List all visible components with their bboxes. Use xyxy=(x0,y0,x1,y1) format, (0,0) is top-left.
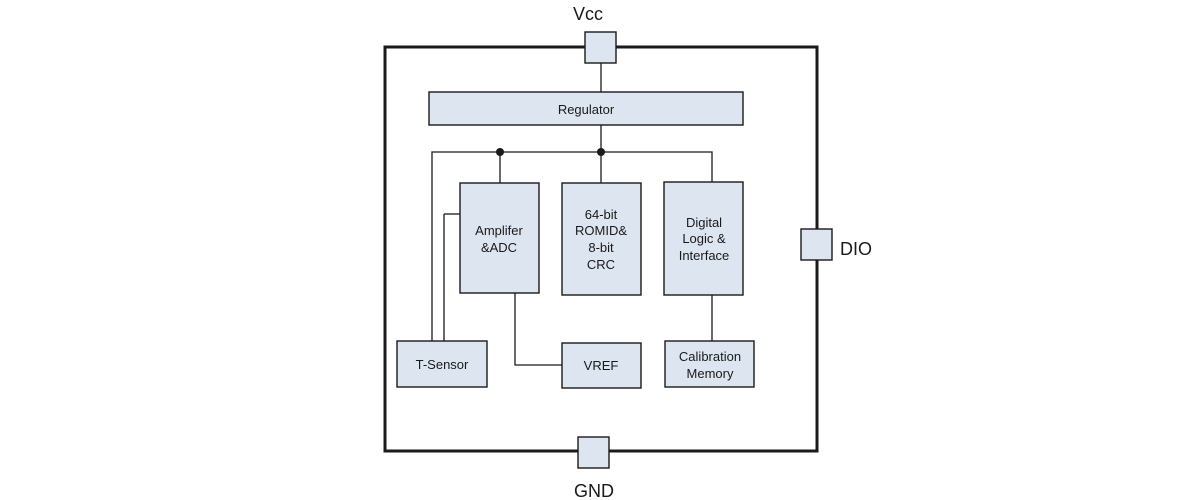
t-sensor-label: T-Sensor xyxy=(416,357,469,372)
dio-pin xyxy=(800,228,833,261)
romid-label-line2: ROMID& xyxy=(575,223,627,238)
romid-label-line1: 64-bit xyxy=(585,207,618,222)
regulator-block: Regulator xyxy=(428,91,744,126)
digital-label-line2: Logic & xyxy=(682,231,726,246)
t-sensor-block: T-Sensor xyxy=(396,340,488,388)
digital-label-line1: Digital xyxy=(686,215,722,230)
wire-power-bus xyxy=(431,151,713,341)
amplifier-label-line2: &ADC xyxy=(481,240,517,255)
vref-block: VREF xyxy=(561,342,642,389)
junction-dot-amplifier xyxy=(496,148,504,156)
romid-label-line3: 8-bit xyxy=(588,240,614,255)
gnd-label: GND xyxy=(574,481,614,500)
vcc-pin xyxy=(584,31,617,64)
vcc-label: Vcc xyxy=(573,4,603,24)
regulator-label: Regulator xyxy=(558,102,615,117)
romid-crc-block: 64-bit ROMID& 8-bit CRC xyxy=(561,182,642,296)
gnd-pin xyxy=(577,436,610,469)
amplifier-label-line1: Amplifer xyxy=(475,223,523,238)
calibration-label-line1: Calibration xyxy=(679,349,741,364)
junction-dot-romid xyxy=(597,148,605,156)
calibration-memory-block: Calibration Memory xyxy=(664,340,755,388)
vref-label: VREF xyxy=(584,358,619,373)
calibration-label-line2: Memory xyxy=(687,366,734,381)
dio-label: DIO xyxy=(840,239,872,259)
digital-label-line3: Interface xyxy=(679,248,730,263)
romid-label-line4: CRC xyxy=(587,257,615,272)
amplifier-block: Amplifer &ADC xyxy=(459,182,540,294)
digital-logic-block: Digital Logic & Interface xyxy=(663,181,744,296)
wire-amplifier-vref xyxy=(514,293,562,366)
